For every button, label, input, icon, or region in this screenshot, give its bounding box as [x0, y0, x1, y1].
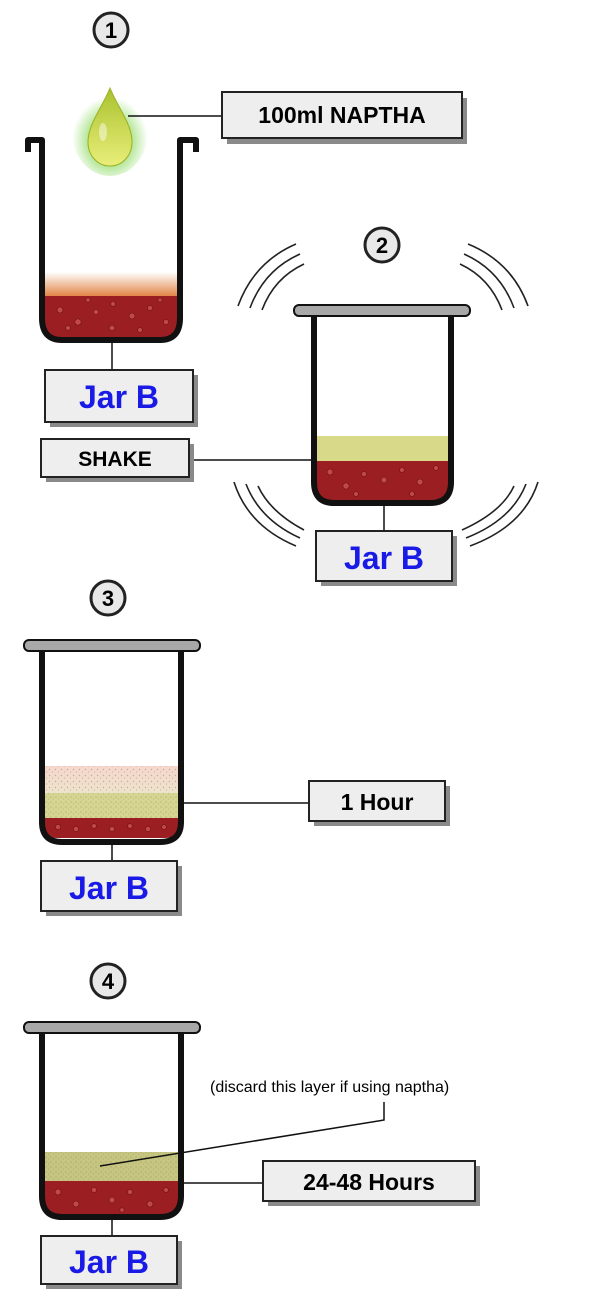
hour-callout-text: 1 Hour — [341, 789, 414, 815]
duration-callout-text: 24-48 Hours — [303, 1169, 435, 1195]
shake-callout-box — [40, 438, 190, 478]
solvent-layer — [314, 436, 450, 462]
jar-4-label-box — [40, 1235, 178, 1285]
step-3-number: 3 — [102, 586, 114, 611]
jar-3-label-box — [40, 860, 178, 912]
naptha-callout-box — [221, 91, 463, 139]
step-3-badge — [89, 579, 127, 617]
jar-3-label: Jar B — [69, 870, 149, 906]
step-2-number: 2 — [376, 233, 388, 258]
sediment-layer — [42, 296, 179, 338]
sediment-bubbles — [54, 1187, 169, 1213]
step-1-badge — [92, 11, 130, 49]
step-4: 4 (discard this layer if using naptha) 2… — [23, 962, 480, 1289]
jar-1 — [25, 137, 199, 343]
naptha-callout-text: 100ml NAPTHA — [258, 102, 425, 128]
jar-2-outline — [311, 315, 454, 506]
jar-2 — [293, 304, 471, 506]
sediment-bubbles — [56, 297, 169, 333]
duration-callout-box — [262, 1160, 476, 1202]
jar-4-label: Jar B — [69, 1244, 149, 1280]
droplet-highlight — [99, 123, 107, 141]
top-speckle-texture — [42, 766, 180, 794]
jar-3 — [23, 639, 201, 845]
jar-2-label-box — [315, 530, 453, 582]
naptha-drop-icon — [87, 86, 133, 167]
step-1: 1 100ml NAPTHA Jar B — [25, 11, 467, 427]
step-2-badge — [363, 226, 401, 264]
hour-callout-box — [308, 780, 446, 822]
sediment-bubbles — [55, 823, 167, 832]
jar-1-outline — [25, 137, 199, 343]
step-4-badge — [89, 962, 127, 1000]
step-1-number: 1 — [105, 18, 117, 43]
step-3: 3 1 Hour Jar B — [23, 579, 450, 916]
jar-4 — [23, 1021, 201, 1220]
discard-note: (discard this layer if using naptha) — [210, 1079, 449, 1096]
jar-1-label: Jar B — [79, 379, 159, 415]
jar-1-label-box — [44, 369, 194, 423]
sediment-bubbles — [326, 465, 439, 497]
step-2: 2 — [40, 226, 539, 586]
orange-haze-layer — [42, 272, 179, 297]
jar-3-outline — [39, 650, 184, 845]
jar-4-lid — [23, 1021, 201, 1034]
discard-note-pointer — [99, 1102, 385, 1167]
jar-2-label: Jar B — [344, 540, 424, 576]
jar-2-lid — [293, 304, 471, 317]
jar-4-outline — [39, 1032, 184, 1220]
shake-callout-text: SHAKE — [78, 448, 152, 471]
solvent-speckle-texture — [42, 793, 180, 819]
jar-3-lid — [23, 639, 201, 652]
step-4-number: 4 — [102, 969, 115, 994]
shake-motion-icon — [233, 243, 539, 547]
